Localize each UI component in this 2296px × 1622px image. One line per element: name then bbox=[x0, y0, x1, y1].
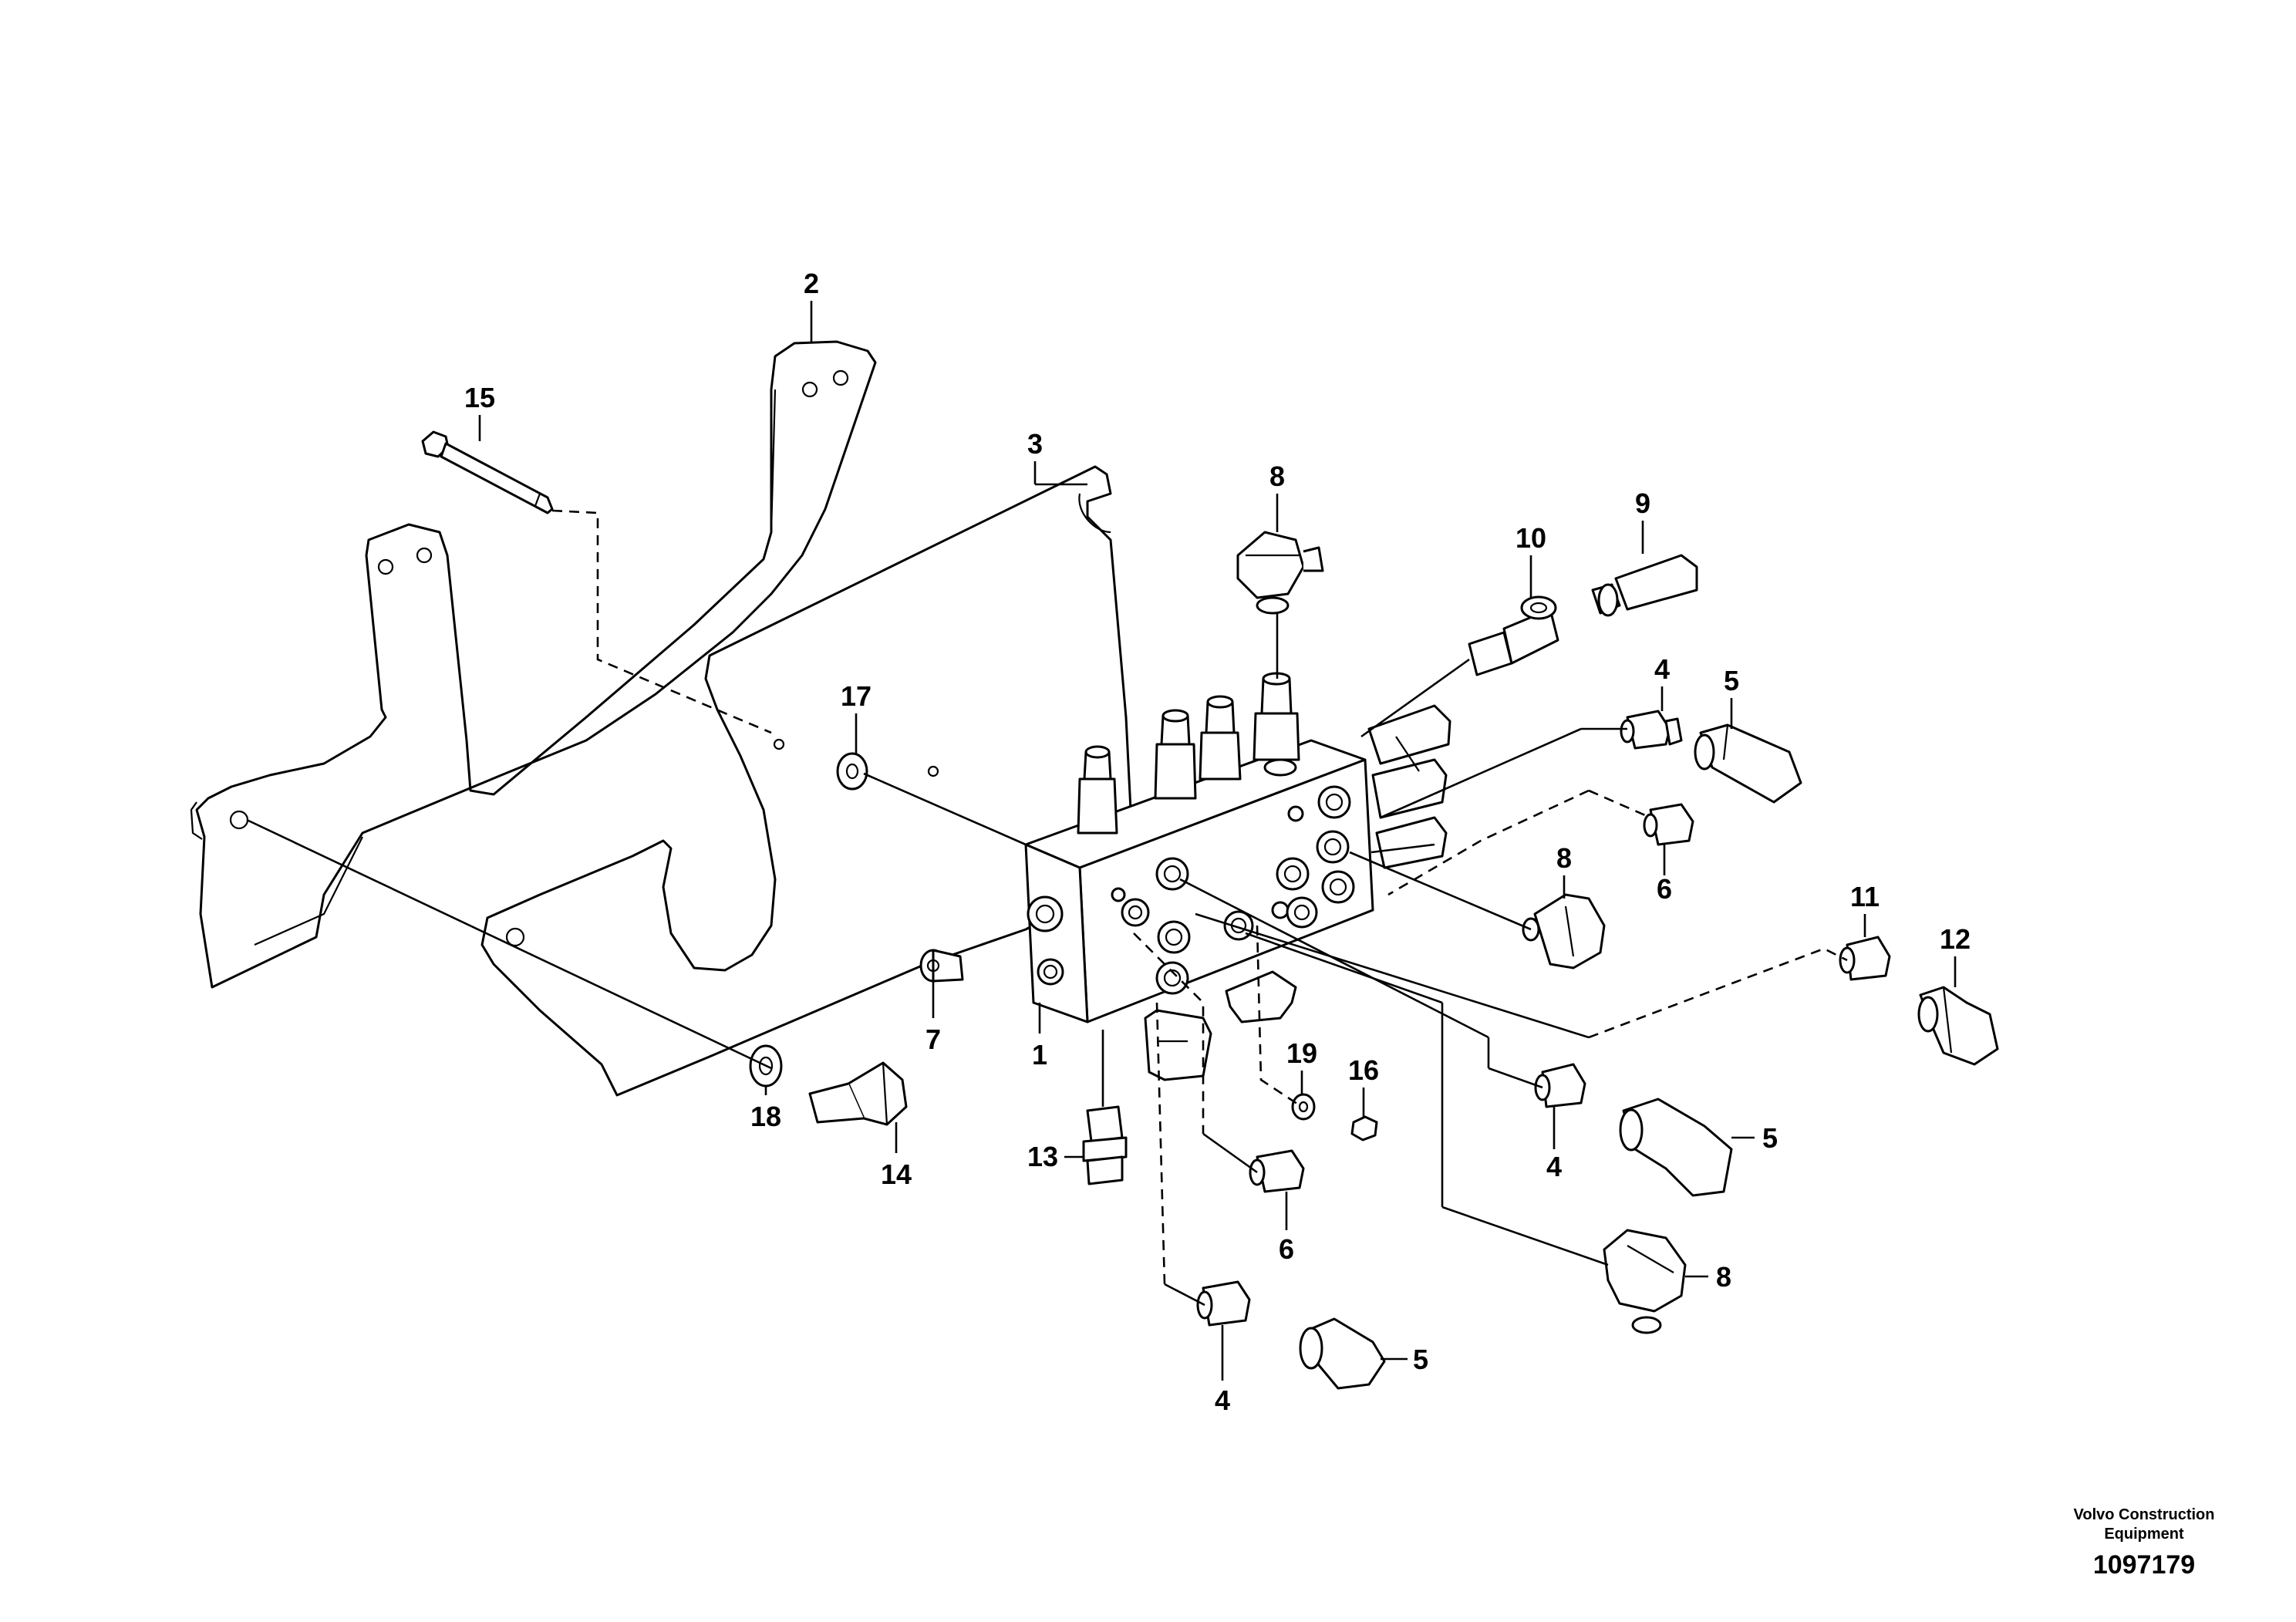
callout-2: 2 bbox=[804, 268, 819, 299]
adapter-11 bbox=[1839, 936, 1891, 981]
callout-7: 7 bbox=[925, 1023, 941, 1055]
callout-3: 3 bbox=[1027, 428, 1043, 460]
callout-9: 9 bbox=[1635, 487, 1650, 519]
callout-17: 17 bbox=[841, 680, 872, 712]
leader-lines bbox=[246, 301, 1957, 1381]
callout-5-middle: 5 bbox=[1762, 1122, 1778, 1154]
callout-18: 18 bbox=[750, 1101, 781, 1132]
valve-block-1 bbox=[1024, 672, 1451, 1081]
callout-8-top: 8 bbox=[1269, 460, 1285, 492]
adapter-4-middle bbox=[1534, 1063, 1586, 1108]
elbow-5-middle bbox=[1619, 1098, 1733, 1197]
callout-6-bottom: 6 bbox=[1279, 1233, 1294, 1265]
callout-6-top: 6 bbox=[1657, 873, 1672, 905]
adapter-4-bottom bbox=[1196, 1280, 1251, 1327]
callout-11: 11 bbox=[1850, 881, 1880, 912]
callout-8-bottom: 8 bbox=[1716, 1261, 1731, 1293]
callout-1: 1 bbox=[1032, 1039, 1047, 1071]
callout-14: 14 bbox=[881, 1158, 912, 1190]
adapter-4-top bbox=[1620, 710, 1683, 750]
callout-13: 13 bbox=[1027, 1141, 1058, 1172]
callout-12: 12 bbox=[1940, 923, 1971, 955]
swivel-tee-8-bottom bbox=[1603, 1229, 1687, 1334]
elbow-5-top bbox=[1694, 723, 1802, 804]
washer-19 bbox=[1291, 1093, 1316, 1121]
cartridge-a bbox=[1077, 745, 1118, 835]
callout-4-top: 4 bbox=[1654, 653, 1670, 685]
plug-6-top bbox=[1643, 803, 1694, 846]
cartridge-d bbox=[1253, 672, 1300, 777]
plug-7 bbox=[919, 949, 964, 983]
swivel-tee-8-top bbox=[1236, 531, 1324, 615]
drawing-number: 1097179 bbox=[2093, 1550, 2195, 1580]
bolt-15 bbox=[421, 430, 554, 514]
elbow-12 bbox=[1917, 986, 1999, 1066]
nut-16 bbox=[1350, 1115, 1378, 1141]
brand-line-1: Volvo Construction bbox=[2074, 1506, 2215, 1523]
tee-10 bbox=[1468, 595, 1559, 676]
callout-4-middle: 4 bbox=[1546, 1151, 1562, 1182]
plug-6-bottom bbox=[1249, 1149, 1305, 1193]
callout-5-bottom: 5 bbox=[1413, 1344, 1428, 1375]
cartridge-c bbox=[1199, 695, 1242, 781]
bracket-3 bbox=[480, 465, 1135, 1097]
callout-10: 10 bbox=[1515, 522, 1546, 554]
nipple-13 bbox=[1082, 1105, 1128, 1185]
bolt-14 bbox=[808, 1061, 908, 1126]
callout-15: 15 bbox=[464, 382, 495, 413]
swivel-tee-8-middle bbox=[1522, 893, 1606, 969]
callout-16: 16 bbox=[1348, 1054, 1379, 1086]
callout-5-top: 5 bbox=[1724, 665, 1739, 696]
elbow-5-bottom bbox=[1299, 1317, 1386, 1390]
cartridge-b bbox=[1154, 709, 1197, 800]
connector-9 bbox=[1591, 554, 1698, 617]
bracket-2 bbox=[190, 340, 877, 989]
brand-line-2: Equipment bbox=[2104, 1526, 2184, 1543]
callout-4-bottom: 4 bbox=[1215, 1384, 1230, 1416]
footer-block: Volvo Construction Equipment 1097179 bbox=[2074, 1506, 2215, 1580]
callout-8-middle: 8 bbox=[1556, 842, 1572, 874]
washer-17 bbox=[836, 752, 868, 791]
callout-labels: 2 15 3 8 10 9 4 5 17 6 8 11 12 7 1 19 16… bbox=[464, 268, 1971, 1416]
callout-19: 19 bbox=[1286, 1037, 1317, 1069]
